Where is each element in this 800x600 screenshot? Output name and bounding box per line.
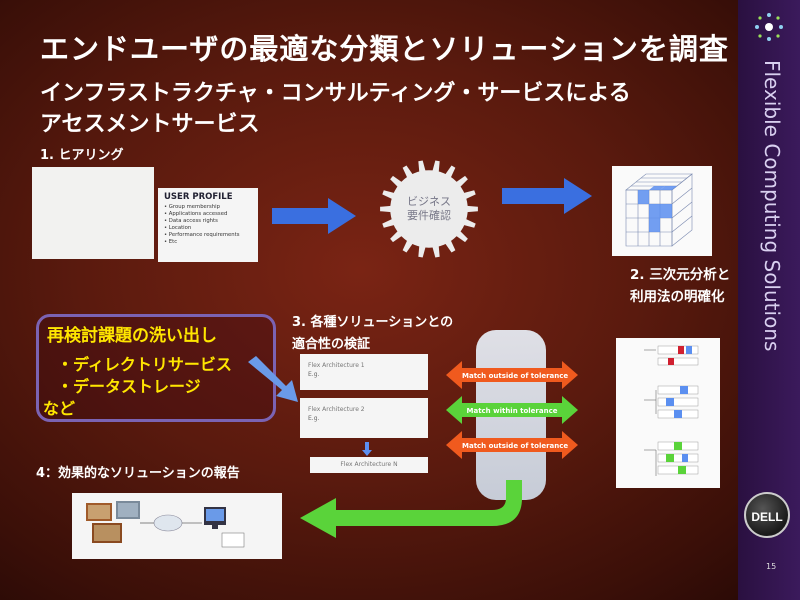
dots-logo-icon: [755, 13, 783, 41]
dell-logo: DELL: [744, 492, 790, 538]
double-arrow-orange-icon: [446, 431, 578, 459]
reexamine-item-storage: ・データストレージ: [57, 377, 201, 396]
user-profile-item: • Performance requirements: [164, 232, 240, 238]
cube-matrix-diagram: [612, 166, 712, 256]
user-profile-item: • Applications accessed: [164, 211, 228, 217]
gear-tooth: [454, 175, 468, 189]
double-arrow-orange-icon: [446, 361, 578, 389]
flex-architecture-card-1: Flex Architecture 1 E.g.: [300, 354, 428, 390]
gear-tooth: [418, 244, 426, 258]
step-verify-line-1: 3. 各種ソリューションとの: [292, 315, 454, 330]
gear-tooth: [390, 175, 404, 189]
gear-icon: [380, 160, 478, 258]
arrow-down-icon: [362, 442, 372, 456]
flex-architecture-card-n: Flex Architecture N: [310, 457, 428, 473]
step-analysis-line-1: 2. 三次元分析と: [630, 267, 731, 283]
flex-architecture-card-2: Flex Architecture 2 E.g.: [300, 398, 428, 438]
flex-card-title: Flex Architecture 2: [308, 406, 365, 413]
step-hearing-label: 1. ヒアリング: [40, 148, 124, 163]
arrow-right-icon: [272, 198, 356, 234]
gear-tooth: [444, 165, 456, 179]
gear-label-line-2: 要件確認: [407, 209, 451, 222]
tolerance-outside-label: Match outside of tolerance: [462, 442, 569, 450]
reexamine-title: 再検討課題の洗い出し: [47, 326, 217, 346]
gear-tooth: [402, 239, 414, 253]
user-profile-item: • Data access rights: [164, 218, 218, 224]
arrow-right-icon: [502, 178, 592, 214]
gear-tooth: [418, 160, 426, 174]
user-profile-item: • Etc: [164, 239, 178, 245]
reexamine-issues-box: 再検討課題の洗い出し ・ディレクトリサービス ・データストレージ など: [36, 314, 276, 422]
gear-tooth: [462, 190, 476, 200]
gear-tooth: [382, 190, 396, 200]
subtitle-line-2: アセスメントサービス: [40, 112, 260, 137]
gear-tooth: [432, 160, 440, 174]
step-report-label: 4：効果的なソリューションの報告: [36, 466, 240, 481]
hearing-diagram: [32, 167, 154, 259]
gear-label: ビジネス 要件確認: [378, 195, 480, 223]
user-profile-title: USER PROFILE: [164, 192, 233, 202]
arrow-return-green-icon: [300, 480, 522, 538]
user-profile-card: USER PROFILE • Group membership • Applic…: [158, 188, 258, 262]
step-analysis-label: 2. 三次元分析と 利用法の明確化: [630, 264, 730, 308]
flex-card-title: Flex Architecture 1: [308, 362, 365, 369]
gear-tooth: [432, 244, 440, 258]
gear-tooth: [390, 229, 404, 243]
brand-vertical-text: Flexible Computing Solutions: [748, 60, 792, 400]
user-profile-item: • Group membership: [164, 204, 220, 210]
arrow-down-right-icon: [248, 356, 298, 402]
flex-card-subtitle: E.g.: [308, 415, 320, 422]
gear-tooth: [382, 218, 396, 228]
step-verify-label: 3. 各種ソリューションとの 適合性の検証: [292, 312, 453, 356]
tolerance-outside-label: Match outside of tolerance: [462, 372, 569, 380]
analysis-result-chart: [616, 338, 720, 488]
subtitle-line-1: インフラストラクチャ・コンサルティング・サービスによる: [40, 81, 631, 106]
gear-tooth: [380, 205, 393, 213]
slide-subtitle: インフラストラクチャ・コンサルティング・サービスによる アセスメントサービス: [40, 78, 631, 140]
reexamine-item-directory: ・ディレクトリサービス: [57, 355, 232, 374]
gear-tooth: [454, 229, 468, 243]
reexamine-item-etc: など: [43, 399, 76, 418]
gear-tooth: [465, 205, 478, 213]
gear-tooth: [444, 239, 456, 253]
brand-text: Flexible Computing Solutions: [760, 60, 784, 352]
user-profile-item: • Location: [164, 225, 192, 231]
gear-tooth: [402, 165, 414, 179]
double-arrow-green-icon: [446, 396, 578, 424]
report-diagram: [72, 493, 282, 559]
step-verify-line-2: 適合性の検証: [292, 337, 371, 352]
gear-label-line-1: ビジネス: [407, 195, 451, 208]
page-number: 15: [766, 562, 777, 571]
flex-card-subtitle: E.g.: [308, 371, 320, 378]
step-analysis-line-2: 利用法の明確化: [630, 289, 725, 305]
slide-title: エンドユーザの最適な分類とソリューションを調査: [40, 32, 729, 66]
gear-tooth: [462, 218, 476, 228]
tolerance-within-label: Match within tolerance: [466, 407, 558, 415]
